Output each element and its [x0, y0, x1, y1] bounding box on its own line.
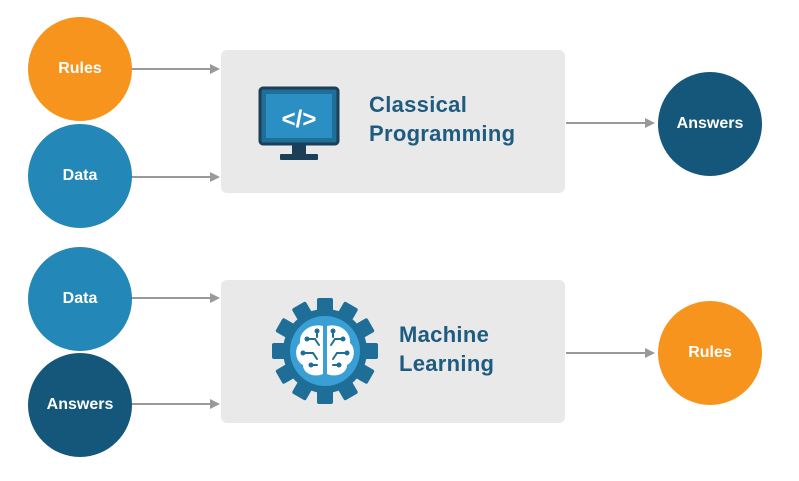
machine-learning-box: Machine Learning [221, 280, 565, 423]
input-label: Answers [46, 396, 114, 413]
brain-gear-icon [272, 298, 378, 404]
label-line: Machine [399, 322, 490, 347]
input-label: Rules [58, 60, 102, 77]
input-circle-answers: Answers [28, 353, 132, 457]
input-label: Data [62, 167, 98, 184]
machine-learning-label: Machine Learning [399, 320, 494, 378]
output-circle-rules: Rules [658, 301, 762, 405]
label-line: Classical [369, 92, 468, 117]
code-monitor-icon: </> [258, 86, 340, 160]
classical-programming-box: </> Classical Programming [221, 50, 565, 193]
input-circle-data: Data [28, 124, 132, 228]
input-circle-data: Data [28, 247, 132, 351]
label-line: Programming [369, 121, 516, 146]
output-label: Rules [688, 344, 732, 361]
svg-text:</>: </> [282, 106, 317, 133]
output-label: Answers [676, 115, 744, 132]
input-label: Data [62, 290, 98, 307]
classical-programming-label: Classical Programming [369, 90, 515, 148]
label-line: Learning [399, 351, 495, 376]
output-circle-answers: Answers [658, 72, 762, 176]
input-circle-rules: Rules [28, 17, 132, 121]
